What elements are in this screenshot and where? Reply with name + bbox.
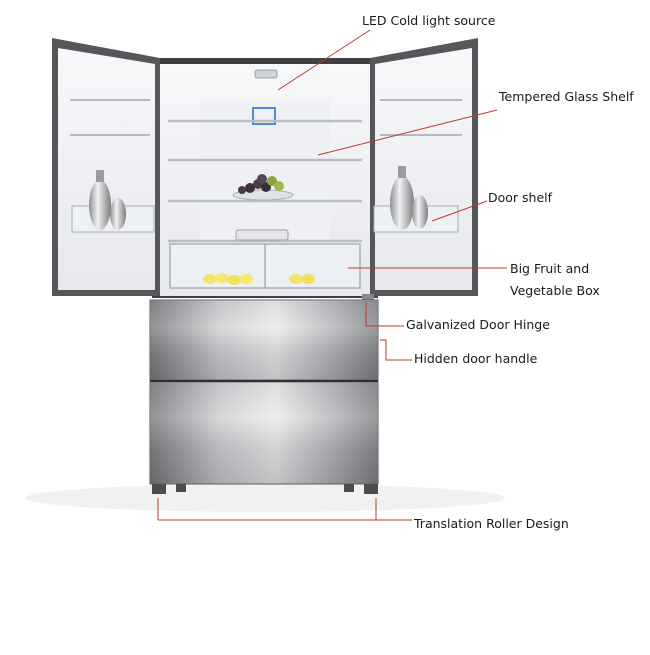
leader-hinge [365, 302, 404, 327]
bottle-left-small [110, 198, 126, 230]
freezer-drawers [149, 299, 379, 485]
bottle-right-small [412, 195, 428, 229]
label-led-cold-light-source: LED Cold light source [362, 13, 496, 28]
glass-shelves [168, 119, 362, 243]
leader-led [277, 29, 371, 91]
label-fruit-box-line1: Big Fruit and [510, 261, 590, 276]
roller-feet [152, 484, 378, 494]
led-light [254, 69, 278, 79]
bottle-right-large [390, 176, 414, 230]
leader-handle [380, 339, 412, 361]
leader-door-shelf [431, 200, 488, 222]
floor-shadow [25, 484, 505, 512]
control-panel [252, 107, 276, 125]
fruit-vegetable-box [169, 243, 361, 289]
label-galvanized-door-hinge: Galvanized Door Hinge [406, 317, 550, 332]
label-door-shelf: Door shelf [488, 190, 553, 205]
label-tempered-glass-shelf: Tempered Glass Shelf [499, 89, 634, 104]
door-hinge [362, 294, 374, 302]
label-translation-roller-design: Translation Roller Design [414, 516, 569, 531]
bottle-left-large [89, 180, 111, 230]
left-door [52, 38, 160, 296]
leader-glass-shelf [317, 109, 498, 156]
leader-lines [157, 29, 507, 521]
small-basket [235, 229, 289, 241]
grapes-plate [232, 174, 294, 201]
label-fruit-box-line2: Vegetable Box [510, 283, 600, 298]
label-hidden-door-handle: Hidden door handle [414, 351, 538, 366]
right-door [370, 38, 478, 296]
